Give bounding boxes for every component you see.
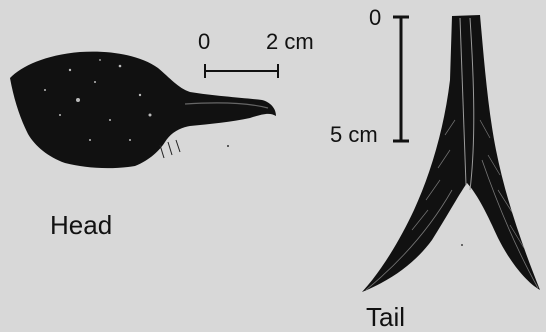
head-illustration [10, 52, 276, 169]
tail-scale-start-label: 0 [369, 7, 381, 29]
tail-caption: Tail [366, 304, 405, 330]
head-scale-start-label: 0 [198, 31, 210, 53]
head-scale-end-label: 2 cm [266, 31, 314, 53]
tail-scale-bar [393, 17, 409, 141]
tail-illustration [362, 15, 540, 292]
head-caption: Head [50, 212, 112, 238]
head-scale-bar [205, 64, 278, 78]
tail-scale-end-label: 5 cm [330, 124, 378, 146]
